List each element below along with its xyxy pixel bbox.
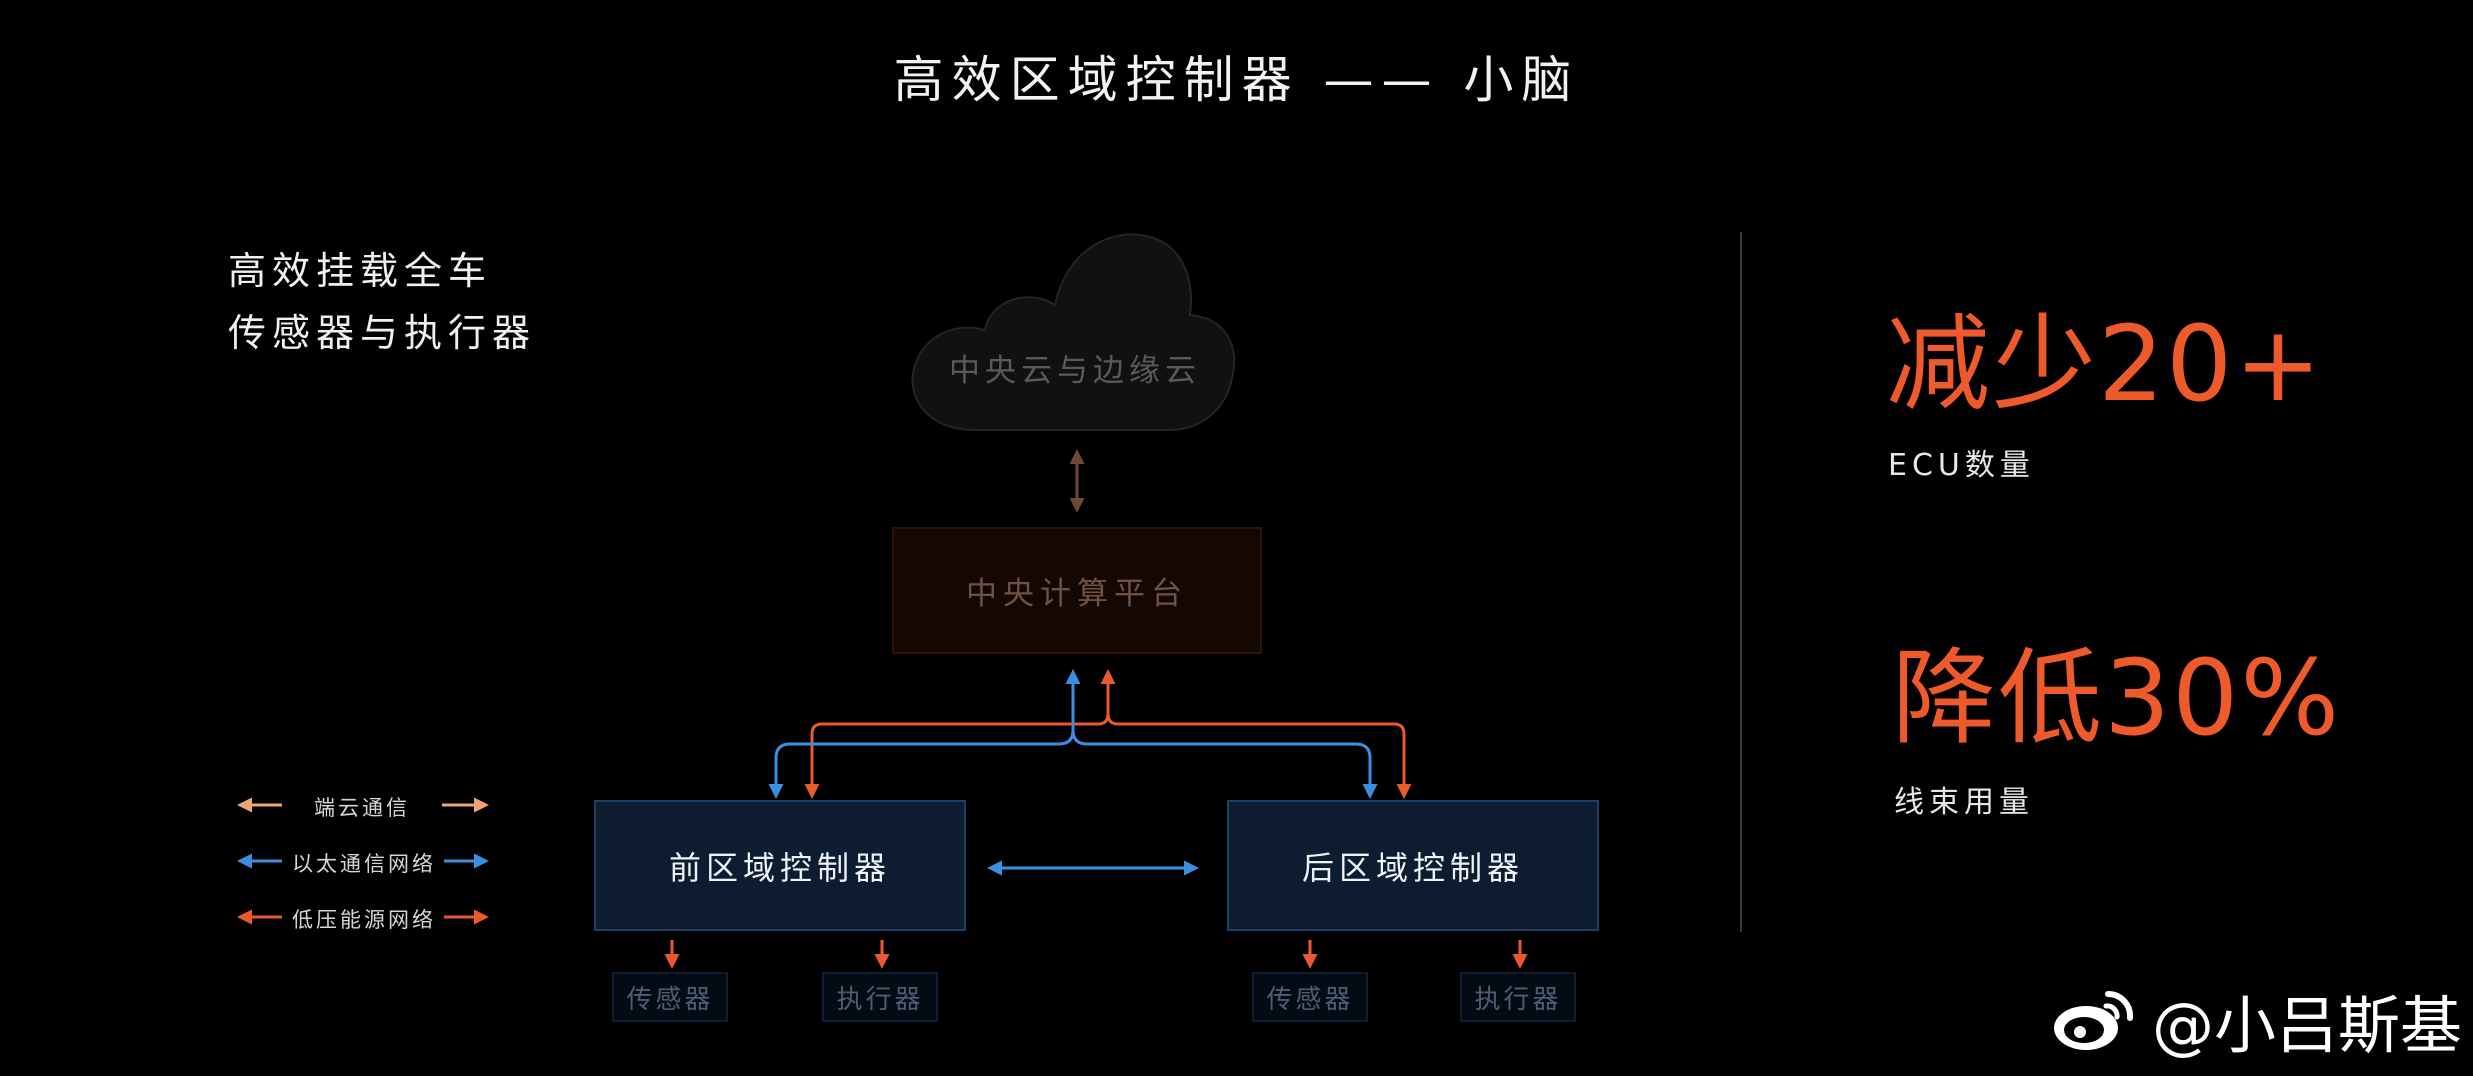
watermark: @小吕斯基 [2050, 975, 2462, 1065]
stat-ecu-value: 减少20+ [1886, 303, 2324, 425]
power-line-front [804, 669, 1116, 799]
subtitle-line-1: 高效挂载全车 [228, 249, 493, 293]
rear-zone-controller: 后区域控制器 [1227, 800, 1599, 931]
subtitle: 高效挂载全车 传感器与执行器 [228, 240, 536, 364]
front-zone-controller: 前区域控制器 [594, 800, 966, 931]
legend-label-power: 低压能源网络 [292, 908, 436, 932]
rear-sensor-box: 传感器 [1252, 972, 1368, 1022]
front-actuator-box: 执行器 [822, 972, 938, 1022]
stat-harness-value: 降低30% [1892, 637, 2342, 759]
legend-label-ethernet: 以太通信网络 [292, 852, 436, 876]
watermark-text: @小吕斯基 [2152, 989, 2463, 1062]
ethernet-line-front [768, 669, 1081, 799]
weibo-icon [2050, 984, 2140, 1056]
cloud-shape [911, 233, 1236, 431]
cloud-label: 中央云与边缘云 [949, 353, 1201, 389]
ethernet-line-rear [1071, 729, 1378, 799]
stat-harness-caption: 线束用量 [1894, 785, 2034, 820]
stat-ecu-caption: ECU数量 [1888, 448, 2035, 483]
divider [1740, 232, 1742, 932]
rear-actuator-box: 执行器 [1460, 972, 1576, 1022]
power-line-rear [1106, 713, 1412, 799]
central-compute-box: 中央计算平台 [892, 527, 1262, 654]
page-title: 高效区域控制器 —— 小脑 [893, 51, 1580, 109]
legend-label-cloud: 端云通信 [314, 796, 410, 820]
front-sensor-box: 传感器 [612, 972, 728, 1022]
subtitle-line-2: 传感器与执行器 [228, 311, 537, 355]
